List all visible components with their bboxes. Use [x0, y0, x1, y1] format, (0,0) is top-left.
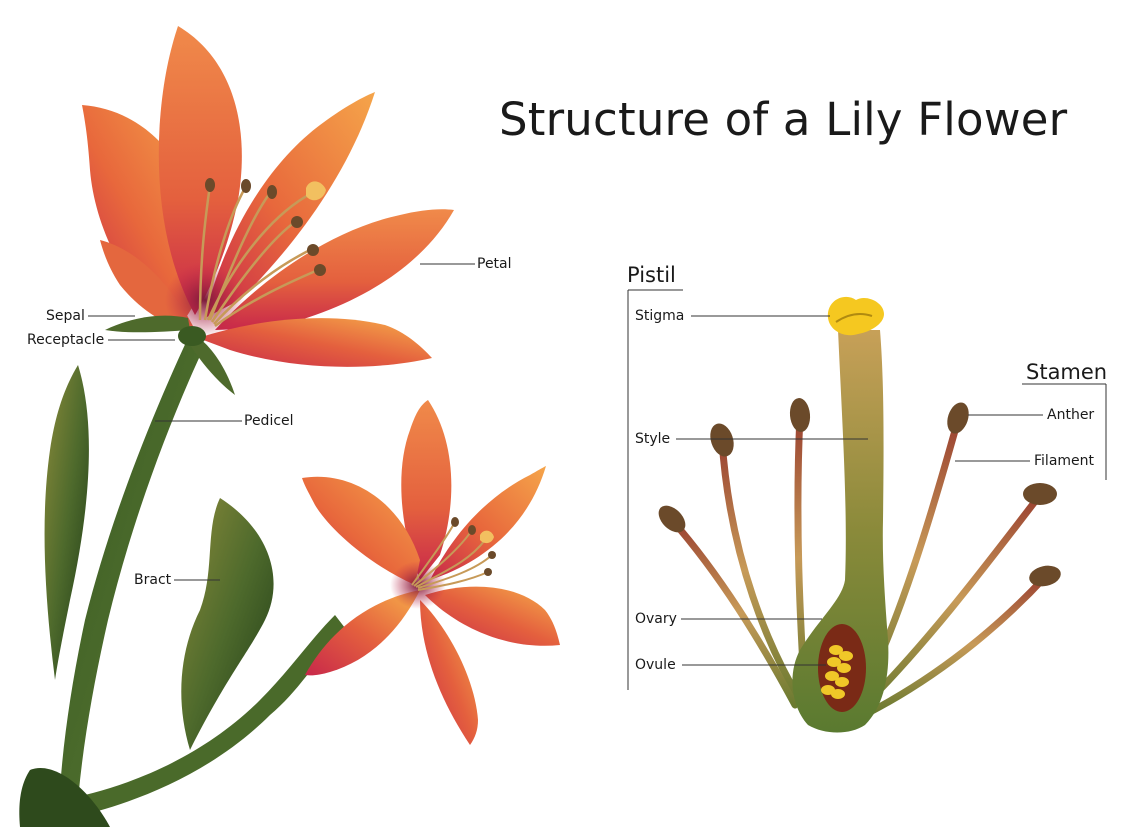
main-stem — [58, 338, 205, 827]
sepal-leaf — [105, 315, 190, 333]
left-leader-lines — [88, 263, 475, 581]
lower-petal-bottom-left — [305, 590, 420, 676]
upper-petal-right-top — [205, 92, 375, 318]
filament — [668, 516, 799, 709]
lower-petal-left — [302, 476, 420, 585]
label-sepal: Sepal — [46, 308, 85, 324]
upper-stigma — [306, 181, 326, 201]
upper-flower — [82, 26, 454, 395]
label-ovule: Ovule — [635, 657, 676, 673]
label-ovary: Ovary — [635, 611, 677, 627]
upper-petal-bottom — [198, 318, 432, 367]
label-stigma: Stigma — [635, 308, 685, 324]
upper-petal-top — [158, 26, 242, 315]
pistil-stamen-detail — [658, 296, 1061, 733]
label-receptacle: Receptacle — [27, 332, 105, 348]
base-leaf — [19, 768, 110, 827]
lower-flower — [302, 400, 560, 745]
anthers — [658, 398, 1061, 587]
heading-stamen: Stamen — [1026, 360, 1108, 384]
label-petal: Petal — [477, 256, 512, 272]
lower-stamens — [411, 521, 493, 591]
label-pedicel: Pedicel — [244, 413, 294, 429]
filament — [866, 573, 1049, 716]
upper-petal-right — [215, 209, 454, 330]
filaments — [668, 411, 1049, 716]
ovules — [821, 645, 853, 699]
receptacle — [178, 326, 206, 346]
label-filament: Filament — [1034, 453, 1095, 469]
filament — [718, 436, 804, 704]
stigma-crease — [835, 313, 873, 323]
page-title: Structure of a Lily Flower — [499, 93, 1068, 146]
lower-petal-bottom — [420, 600, 478, 745]
label-anther: Anther — [1047, 407, 1095, 423]
stigma — [827, 296, 884, 336]
pistil-body — [792, 330, 889, 733]
heading-pistil: Pistil — [627, 263, 676, 287]
filament — [861, 491, 1044, 709]
lower-petal-right — [430, 466, 546, 580]
upper-stamens — [198, 184, 319, 328]
lower-petal-top — [401, 400, 452, 580]
lily-illustration — [19, 26, 560, 827]
upper-anthers — [205, 178, 326, 276]
lower-anthers — [451, 517, 496, 576]
long-leaf — [44, 365, 89, 680]
lower-stigma — [480, 530, 494, 544]
receptacle-sepal — [190, 335, 235, 395]
lower-petal-bottom-right — [425, 586, 560, 646]
bract-leaf — [181, 498, 274, 750]
label-style: Style — [635, 431, 671, 447]
right-leader-lines — [627, 289, 1107, 690]
label-bract: Bract — [134, 572, 172, 588]
